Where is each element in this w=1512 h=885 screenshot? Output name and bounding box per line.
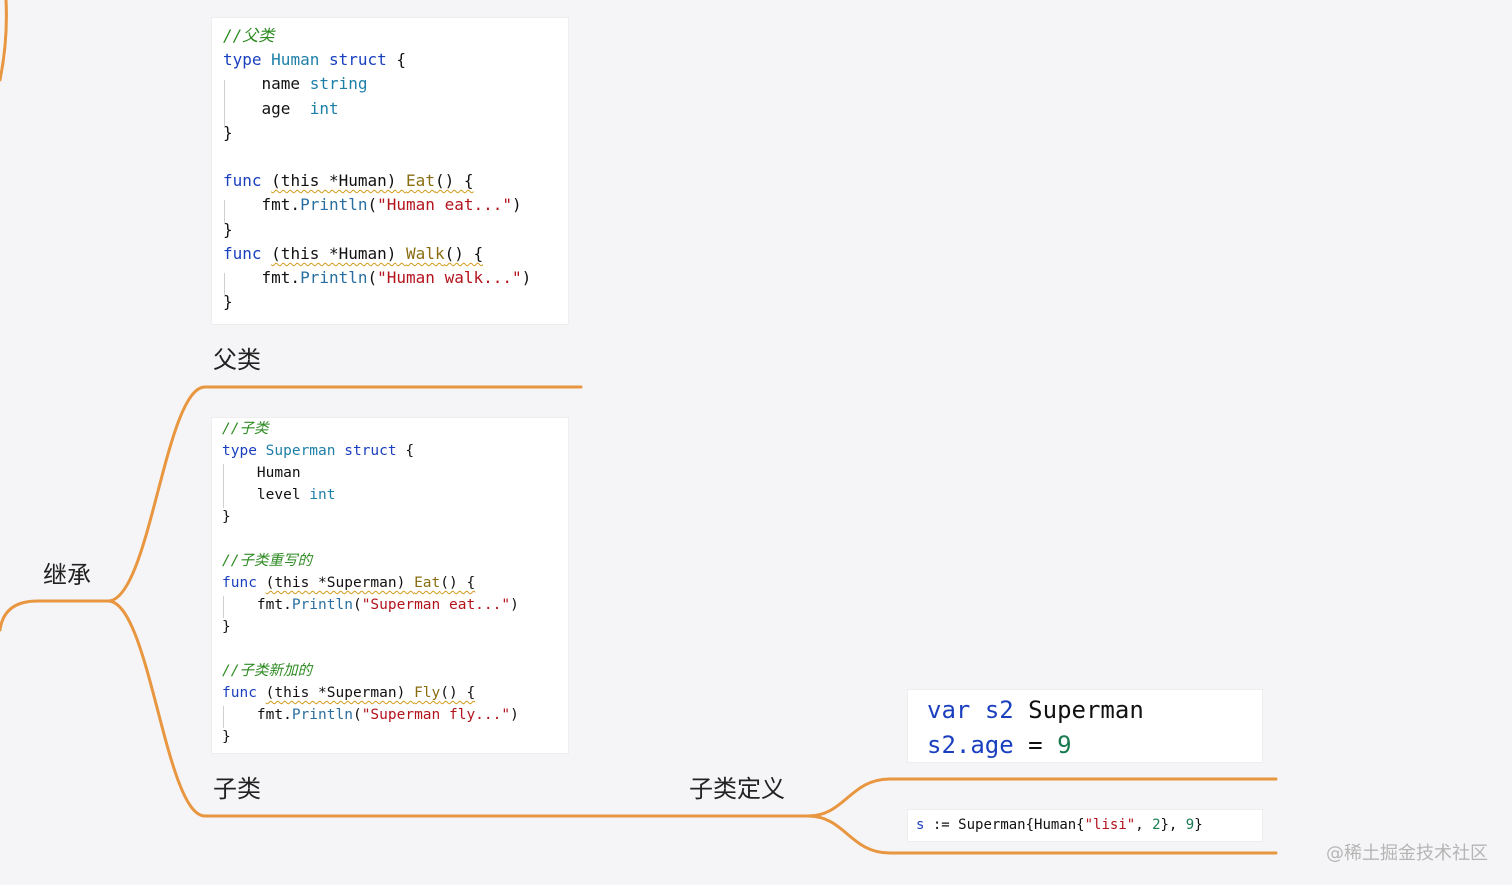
keyword-func: func [222,685,257,701]
field-type: string [309,74,368,94]
definition-code-card-literal[interactable]: s := Superman{Human{"lisi", 2}, 9} [908,810,1262,841]
method-signature-tail: () { [434,171,474,191]
string-literal: "lisi" [1084,817,1136,833]
definition-code-block-var: var s2 Superman s2.age = 9 [908,690,1262,762]
package-name: fmt. [256,707,292,723]
code-comment: //子类新加的 [222,663,312,679]
package-name: fmt. [261,268,301,288]
child-definition-node-label[interactable]: 子类定义 [689,775,785,803]
function-call: Println [300,268,368,288]
string-literal: "Superman eat..." [361,597,511,613]
type-name: Superman [265,443,336,459]
brace: { [405,443,415,459]
function-call: Println [291,707,353,723]
field-name: age [261,98,291,118]
package-name: fmt. [261,195,301,215]
definition-code-block-literal: s := Superman{Human{"lisi", 2}, 9} [908,810,1262,841]
brace: } [223,219,233,239]
method-signature-tail: () { [440,685,476,701]
field-type: int [309,98,339,118]
connector-root-to-child [106,599,810,818]
string-literal: "Human walk..." [377,268,522,288]
variable-name: s2 [984,696,1014,724]
embedded-type: Human [256,465,301,481]
child-code-card[interactable]: //子类 type Superman struct { Human level … [212,418,568,753]
method-signature-tail: () { [444,243,484,263]
receiver: (this *Human) [271,171,397,191]
keyword-func: func [222,575,257,591]
operator: := [932,817,950,833]
brace: } [222,729,231,745]
indent-guide [223,596,224,618]
indent-guide [224,200,225,224]
brace: } [223,122,233,142]
receiver: (this *Superman) [265,685,406,701]
brace: { [396,50,407,70]
field-access: s2.age [927,731,1014,759]
keyword-var: var [927,696,971,724]
brace: } [222,509,231,525]
connector-root-to-parent [0,385,583,632]
operator: = [1028,731,1043,759]
variable-name: s [916,817,925,833]
composite-literal: Superman{Human{ [958,817,1085,833]
field-name: name [261,74,301,94]
function-call: Println [300,195,368,215]
parent-code-card[interactable]: //父类 type Human struct { name string age… [212,18,568,324]
method-name: Eat [406,171,435,191]
method-signature-tail: () { [440,575,476,591]
connector-childdef-to-def2 [806,814,1278,855]
number-literal: 2 [1152,817,1161,833]
field-name: level [256,487,301,503]
definition-code-card-var[interactable]: var s2 Superman s2.age = 9 [908,690,1262,762]
code-comment: //子类重写的 [222,553,312,569]
brace: } [1194,817,1203,833]
string-literal: "Human eat..." [377,195,512,215]
package-name: fmt. [256,597,292,613]
keyword-struct: struct [328,50,387,70]
indent-guide [223,706,224,728]
indent-guide [224,80,225,128]
brace: } [223,292,233,312]
method-name: Eat [414,575,441,591]
number-literal: 9 [1185,817,1195,833]
method-name: Walk [406,243,445,263]
string-literal: "Superman fly..." [361,707,511,723]
function-call: Println [291,597,353,613]
keyword-type: type [222,443,257,459]
code-comment: //子类 [222,421,269,437]
receiver: (this *Human) [271,243,397,263]
keyword-type: type [223,50,262,70]
indent-guide [224,273,225,297]
number-literal: 9 [1057,731,1072,759]
field-type: int [309,487,336,503]
indent-guide [223,464,224,508]
type-name: Human [271,50,320,70]
punctuation: , [1135,817,1144,833]
connector-top-edge [0,0,8,82]
root-node-label[interactable]: 继承 [43,561,91,589]
child-code-block: //子类 type Superman struct { Human level … [222,421,519,745]
brace: } [222,619,231,635]
code-comment: //父类 [223,26,275,45]
method-name: Fly [414,685,441,701]
connector-childdef-to-def1 [806,777,1278,818]
type-name: Superman [1028,696,1144,724]
keyword-func: func [223,171,262,191]
keyword-func: func [223,243,262,263]
parent-code-block: //父类 type Human struct { name string age… [223,26,532,312]
watermark: @稀土掘金技术社区 [1326,843,1488,864]
parent-node-label[interactable]: 父类 [213,346,261,374]
child-node-label[interactable]: 子类 [213,775,261,803]
keyword-struct: struct [344,443,397,459]
punctuation: }, [1160,817,1178,833]
receiver: (this *Superman) [265,575,406,591]
